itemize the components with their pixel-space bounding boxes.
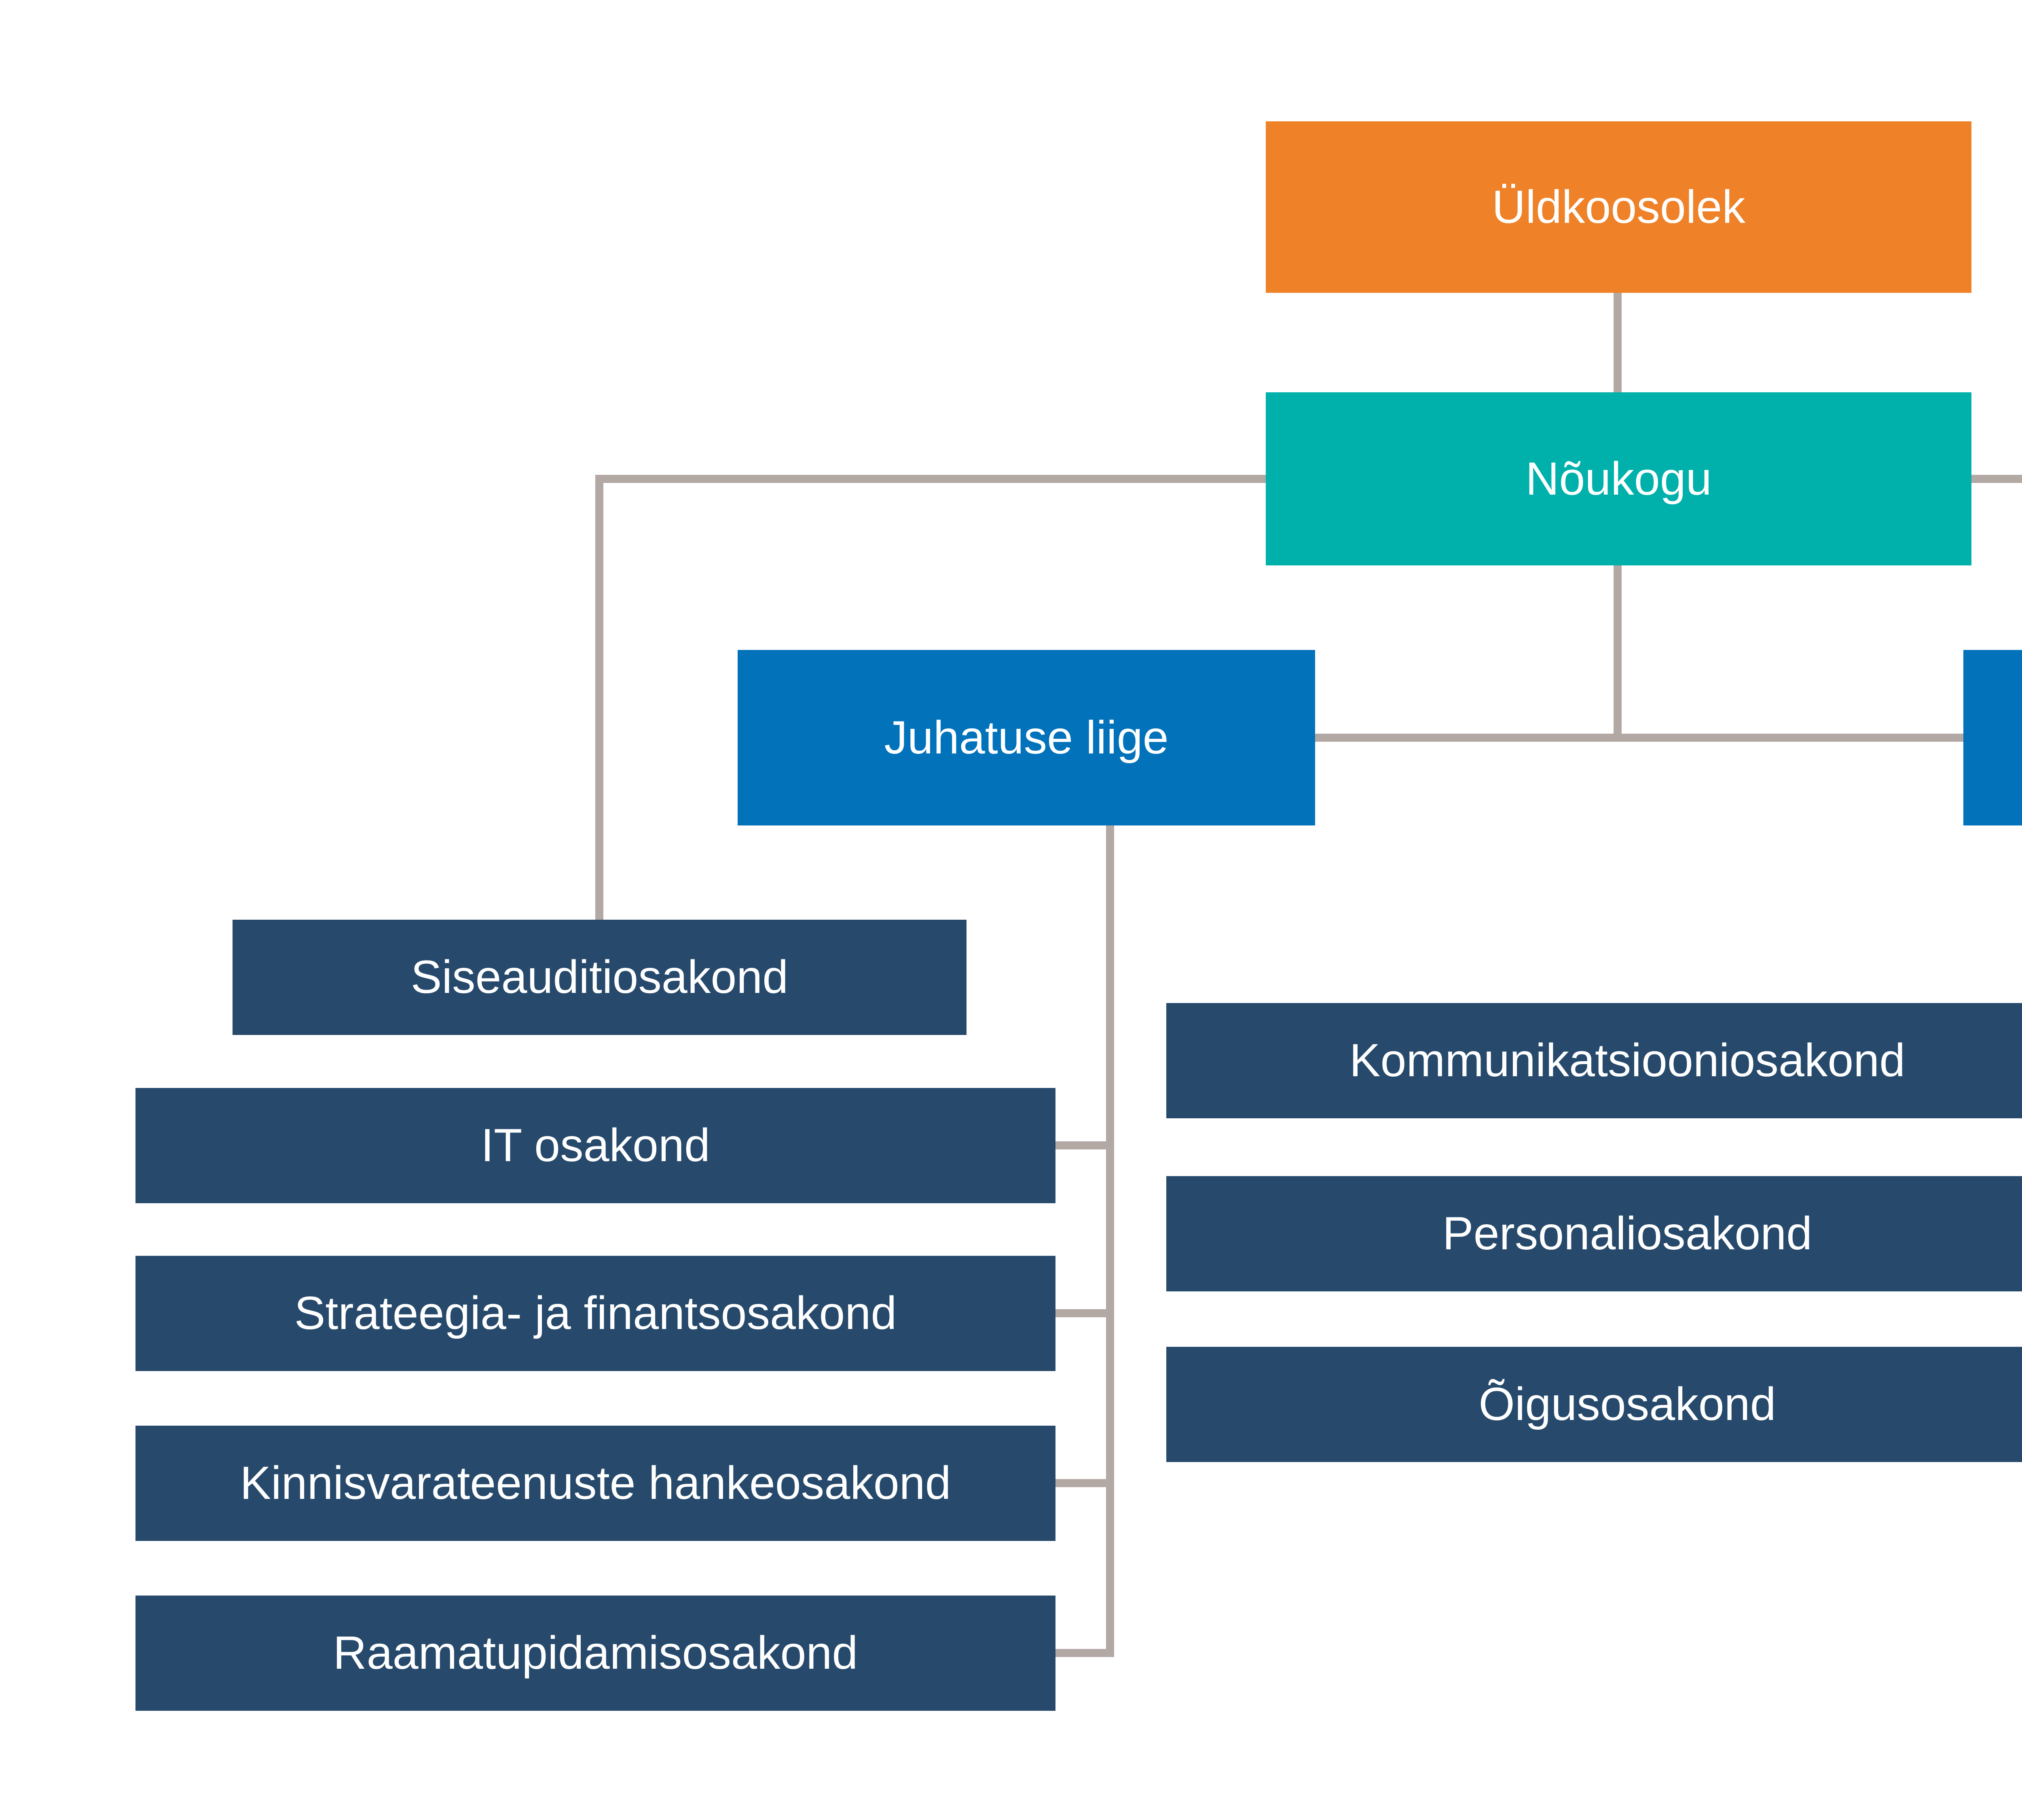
connector-stub-raamatupidamis [1055,1649,1114,1657]
org-node-juhatuse-liige: Juhatuse liige [738,650,1315,825]
org-node-kinnisvarateenuste-hankeosakond: Kinnisvarateenuste hankeosakond [135,1426,1055,1541]
connector-noukogu-siseaudit-vertical [595,475,603,921]
connector-noukogu-auditikomitee [1971,475,2022,483]
org-node-raamatupidamisosakond: Raamatupidamisosakond [135,1596,1055,1711]
connector-stub-it-osakond [1055,1141,1114,1149]
org-node-strateegia-ja-finantsosakond: Strateegia- ja finantsosakond [135,1256,1055,1371]
org-node-siseauditiosakond: Siseauditiosakond [233,920,967,1035]
org-node-personaliosakond: Personaliosakond [1166,1176,2022,1291]
org-node-noukogu: Nõukogu [1266,392,1971,565]
org-node-oigusosakond: Õigusosakond [1166,1347,2022,1462]
connector-juhatuse-liige-drop [1106,825,1114,1657]
connector-stub-strateegia [1055,1309,1114,1317]
connector-noukogu-juhatus-vertical [1614,565,1622,742]
org-node-kommunikatsiooniosakond: Kommunikatsiooniosakond [1166,1003,2022,1118]
org-node-it-osakond: IT osakond [135,1088,1055,1203]
org-node-uldkoosolek: Üldkoosolek [1266,121,1971,293]
org-node-juhatuse-esimees: Juhatuse esimees [1963,650,2022,825]
connector-noukogu-siseaudit-horizontal [595,475,1266,483]
connector-juhatus-horizontal [1314,734,1964,742]
connector-uldkoosolek-noukogu [1614,292,1622,393]
connector-stub-kinnisvarateenuste [1055,1479,1114,1487]
